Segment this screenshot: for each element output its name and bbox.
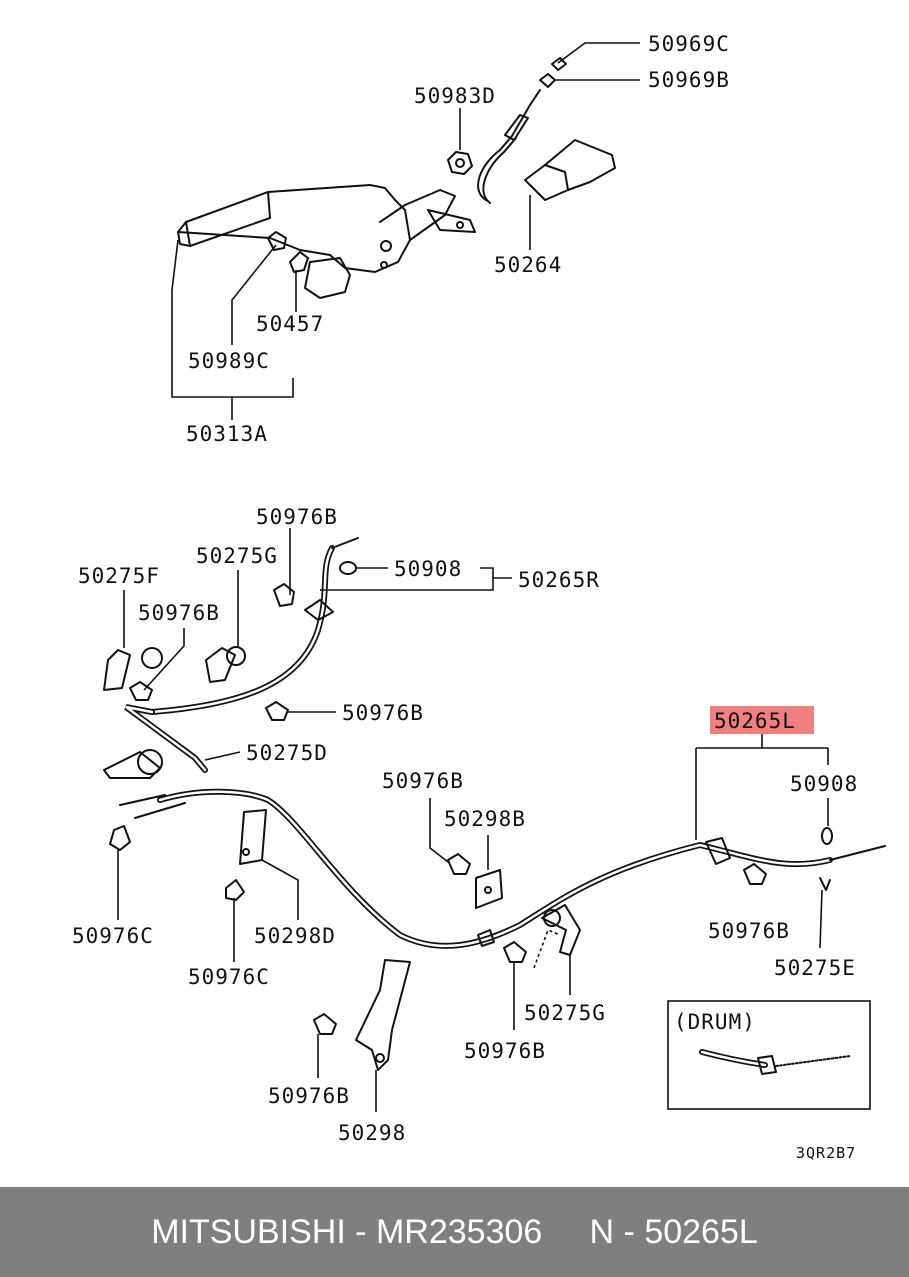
- label-50457: 50457: [256, 312, 324, 336]
- cable-50264: [477, 89, 616, 204]
- label-50976C-b: 50976C: [188, 965, 270, 989]
- pin-50969B: [539, 73, 556, 88]
- drum-inset: [667, 1000, 871, 1110]
- lever-switch-50457: [289, 251, 309, 273]
- label-50298B: 50298B: [444, 807, 526, 831]
- label-50298: 50298: [338, 1121, 406, 1145]
- label-50976B-d: 50976B: [382, 769, 464, 793]
- parking-brake-lever: [177, 184, 476, 299]
- bolt-50976B-d: [447, 853, 471, 875]
- bolt-50976C-b: [225, 879, 245, 901]
- footer-bar: MITSUBISHI - MR235306 N - 50265L: [0, 1187, 909, 1277]
- bracket-50275D: [103, 749, 163, 779]
- label-50989C: 50989C: [188, 349, 270, 373]
- label-50264: 50264: [494, 253, 562, 277]
- label-50969B: 50969B: [648, 68, 730, 92]
- label-50908-a: 50908: [394, 557, 462, 581]
- parking-brake-diagram: 50969C 50969B 50983D 50264 50457 50989C …: [72, 32, 886, 1162]
- bolt-50976B-c: [265, 701, 289, 721]
- label-drum: (DRUM): [674, 1010, 756, 1034]
- label-50275E: 50275E: [774, 956, 856, 980]
- label-50265L: 50265L: [714, 709, 796, 733]
- label-50298D: 50298D: [254, 924, 336, 948]
- label-50265R: 50265R: [518, 568, 600, 592]
- label-50275G-a: 50275G: [196, 544, 278, 568]
- drawing-code: 3QR2B7: [796, 1144, 856, 1162]
- highlight-50265L: [710, 706, 814, 734]
- bolt-50976B-f: [743, 863, 767, 885]
- lower-leaders: [117, 528, 829, 1112]
- grommet-50908-a: [339, 561, 357, 575]
- bolt-50976B-e: [503, 941, 527, 963]
- label-50976B-a: 50976B: [256, 505, 338, 529]
- label-50976B-g: 50976B: [268, 1084, 350, 1108]
- clip-50275E: [819, 877, 831, 891]
- label-50976B-b: 50976B: [138, 601, 220, 625]
- label-50275D: 50275D: [246, 741, 328, 765]
- footer-part-info: MITSUBISHI - MR235306 N - 50265L: [151, 1212, 758, 1251]
- upper-leaders: [171, 42, 640, 420]
- label-50983D: 50983D: [414, 84, 496, 108]
- bolt-50976B-g: [313, 1013, 337, 1035]
- bracket-50298D: [239, 809, 267, 865]
- bolt-50976C-a: [109, 825, 131, 851]
- bracket-50298B: [475, 869, 503, 909]
- label-50908-b: 50908: [790, 772, 858, 796]
- label-50976B-e: 50976B: [708, 919, 790, 943]
- label-50275G-b: 50275G: [524, 1001, 606, 1025]
- label-50976C-a: 50976C: [72, 924, 154, 948]
- label-50976B-c: 50976B: [342, 701, 424, 725]
- label-50969C: 50969C: [648, 32, 730, 56]
- grommet-50908-b: [821, 827, 833, 845]
- label-50275F: 50275F: [78, 564, 160, 588]
- cable-50265L: [119, 788, 886, 949]
- label-50313A: 50313A: [186, 422, 268, 446]
- label-50976B-f: 50976B: [464, 1039, 546, 1063]
- bracket-50275F: [103, 647, 163, 691]
- nut-50983D: [447, 151, 473, 175]
- bolt-50976B-b: [129, 681, 153, 701]
- bolt-50976B-a: [273, 583, 295, 607]
- bracket-50298: [355, 959, 411, 1071]
- bracket-50275G-a: [205, 646, 246, 683]
- clip-50969C: [551, 57, 567, 71]
- cable-50265R: [124, 537, 359, 773]
